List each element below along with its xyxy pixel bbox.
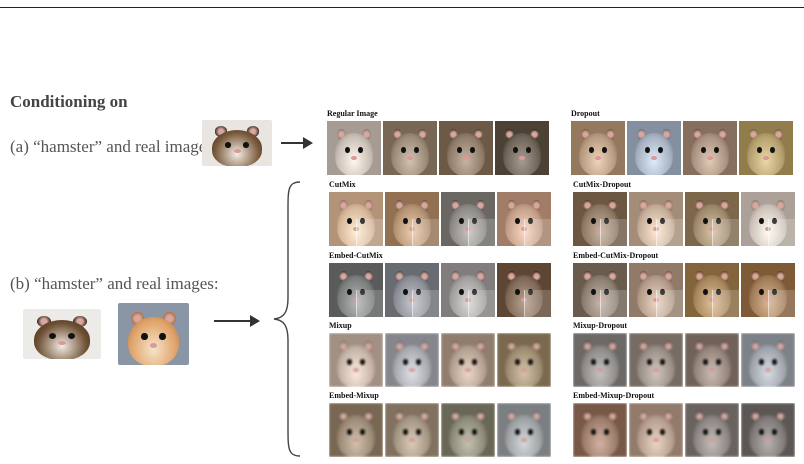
- generated-sample-image: [383, 121, 437, 175]
- generated-sample-image: [741, 403, 795, 457]
- top-rule: [0, 7, 804, 8]
- sample-panel: Regular Image: [327, 109, 549, 175]
- curly-brace-icon: [273, 181, 301, 457]
- generated-sample-image: [329, 403, 383, 457]
- panel-title: Embed-Mixup-Dropout: [573, 391, 655, 400]
- panel-title: CutMix-Dropout: [573, 180, 632, 189]
- panel-title: Embed-CutMix-Dropout: [573, 251, 659, 260]
- panel-title: CutMix: [329, 180, 356, 189]
- generated-sample-image: [685, 192, 739, 246]
- source-image-b2: [118, 303, 189, 365]
- generated-sample-image: [685, 333, 739, 387]
- generated-sample-image: [441, 403, 495, 457]
- generated-sample-image: [497, 333, 551, 387]
- generated-sample-image: [573, 333, 627, 387]
- source-image-a: [202, 120, 272, 166]
- generated-sample-image: [629, 333, 683, 387]
- generated-sample-image: [573, 403, 627, 457]
- generated-sample-image: [573, 192, 627, 246]
- generated-sample-image: [497, 192, 551, 246]
- generated-sample-image: [329, 333, 383, 387]
- generated-sample-image: [741, 333, 795, 387]
- sample-panel: Embed-CutMix-Dropout: [573, 251, 795, 317]
- generated-sample-image: [497, 403, 551, 457]
- generated-sample-image: [385, 192, 439, 246]
- generated-sample-image: [439, 121, 493, 175]
- generated-sample-image: [385, 403, 439, 457]
- generated-sample-image: [683, 121, 737, 175]
- sample-panel: Embed-CutMix: [329, 251, 551, 317]
- panel-title: Embed-CutMix: [329, 251, 383, 260]
- generated-sample-image: [441, 333, 495, 387]
- source-image-b1: [23, 309, 101, 359]
- panel-title: Dropout: [571, 109, 600, 118]
- panel-title: Regular Image: [327, 109, 378, 118]
- generated-sample-image: [629, 192, 683, 246]
- arrow-a-icon: [281, 137, 313, 149]
- sample-panel: Mixup-Dropout: [573, 321, 795, 387]
- generated-sample-image: [385, 333, 439, 387]
- generated-sample-image: [685, 263, 739, 317]
- generated-sample-image: [685, 403, 739, 457]
- generated-sample-image: [495, 121, 549, 175]
- generated-sample-image: [627, 121, 681, 175]
- condition-a-label: (a) “hamster” and real image:: [10, 137, 212, 156]
- sample-panel: Embed-Mixup-Dropout: [573, 391, 795, 457]
- panel-title: Embed-Mixup: [329, 391, 379, 400]
- generated-sample-image: [573, 263, 627, 317]
- generated-sample-image: [741, 192, 795, 246]
- generated-sample-image: [739, 121, 793, 175]
- generated-sample-image: [441, 263, 495, 317]
- generated-sample-image: [497, 263, 551, 317]
- generated-sample-image: [385, 263, 439, 317]
- generated-sample-image: [329, 192, 383, 246]
- sample-panel: CutMix-Dropout: [573, 180, 795, 246]
- sample-panel: CutMix: [329, 180, 551, 246]
- generated-sample-image: [327, 121, 381, 175]
- generated-sample-image: [441, 192, 495, 246]
- generated-sample-image: [571, 121, 625, 175]
- generated-sample-image: [629, 263, 683, 317]
- panel-title: Mixup-Dropout: [573, 321, 628, 330]
- generated-sample-image: [741, 263, 795, 317]
- sample-panel: Embed-Mixup: [329, 391, 551, 457]
- figure-heading: Conditioning on: [10, 92, 128, 111]
- sample-panel: Mixup: [329, 321, 551, 387]
- sample-panel: Dropout: [571, 109, 793, 175]
- generated-sample-image: [329, 263, 383, 317]
- panel-title: Mixup: [329, 321, 352, 330]
- arrow-b-icon: [214, 315, 260, 327]
- generated-sample-image: [629, 403, 683, 457]
- condition-b-label: (b) “hamster” and real images:: [10, 274, 219, 293]
